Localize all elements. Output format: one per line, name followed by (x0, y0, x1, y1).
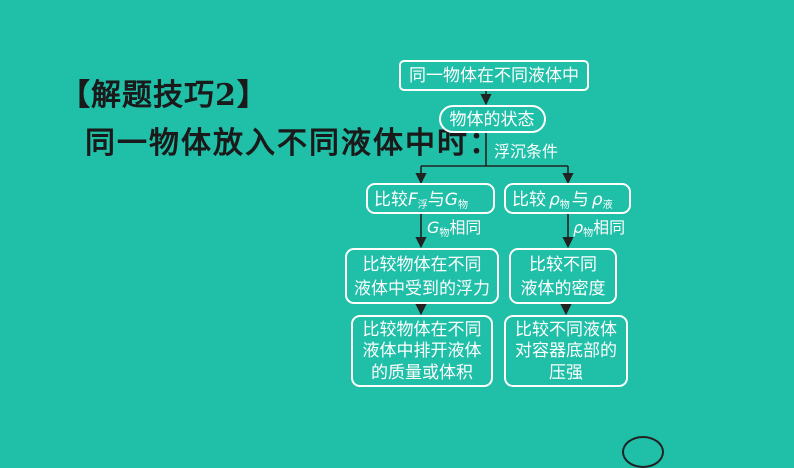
node-top-text: 同一物体在不同液体中 (409, 66, 579, 86)
node-displacement (351, 315, 493, 387)
node-buoyancy-line1: 比较物体在不同 (363, 255, 482, 275)
corner-decoration (622, 436, 664, 468)
cmp-left-prefix: 比较 (374, 190, 408, 210)
node-pressure (504, 315, 628, 387)
cmp-right-rho1-sub: 物 (560, 198, 570, 211)
edge-label-rho-same: ρ物相同 (573, 218, 625, 239)
node-buoyancy-line2: 液体中受到的浮力 (354, 279, 490, 299)
cmp-right-rho1: ρ (549, 190, 560, 210)
g-same-sym: G (427, 218, 439, 237)
cmp-left-G: G (445, 190, 458, 210)
cmp-right-mid: 与 (572, 190, 589, 210)
g-same-text: 相同 (449, 218, 481, 237)
node-displacement-line3: 的质量或体积 (371, 363, 473, 383)
cmp-right-rho2-sub: 液 (603, 198, 613, 211)
node-density (509, 248, 617, 304)
node-state-text: 物体的状态 (450, 110, 535, 130)
edge-label-g-same: G物相同 (427, 218, 481, 239)
cmp-left-F: F (408, 190, 418, 210)
node-compare-force-text: 比较F浮与G物 (374, 190, 468, 211)
node-displacement-line2: 液体中排开液体 (363, 341, 482, 361)
node-compare-density (504, 183, 631, 214)
node-density-line2: 液体的密度 (521, 279, 606, 299)
rho-same-text: 相同 (593, 218, 625, 237)
edge-label-float-sink: 浮沉条件 (494, 142, 558, 161)
node-state (439, 105, 546, 133)
g-same-sub: 物 (439, 226, 449, 239)
tip-subheading: 同一物体放入不同液体中时： (85, 126, 501, 161)
cmp-right-prefix: 比较 (512, 190, 546, 210)
node-pressure-line3: 压强 (549, 363, 583, 383)
node-compare-force (366, 183, 495, 214)
rho-same-sub: 物 (583, 226, 593, 239)
node-density-line1: 比较不同 (529, 255, 597, 275)
node-buoyancy (345, 248, 499, 304)
node-pressure-line1: 比较不同液体 (515, 320, 617, 340)
tip-heading: 【解题技巧2】 (60, 78, 268, 113)
node-displacement-line1: 比较物体在不同 (363, 320, 482, 340)
node-pressure-line2: 对容器底部的 (515, 341, 617, 361)
cmp-right-rho2: ρ (592, 190, 603, 210)
cmp-left-mid: 与 (428, 190, 445, 210)
node-top (399, 60, 589, 91)
cmp-left-G-sub: 物 (458, 198, 468, 211)
rho-same-sym: ρ (573, 218, 583, 237)
cmp-left-F-sub: 浮 (418, 199, 428, 211)
